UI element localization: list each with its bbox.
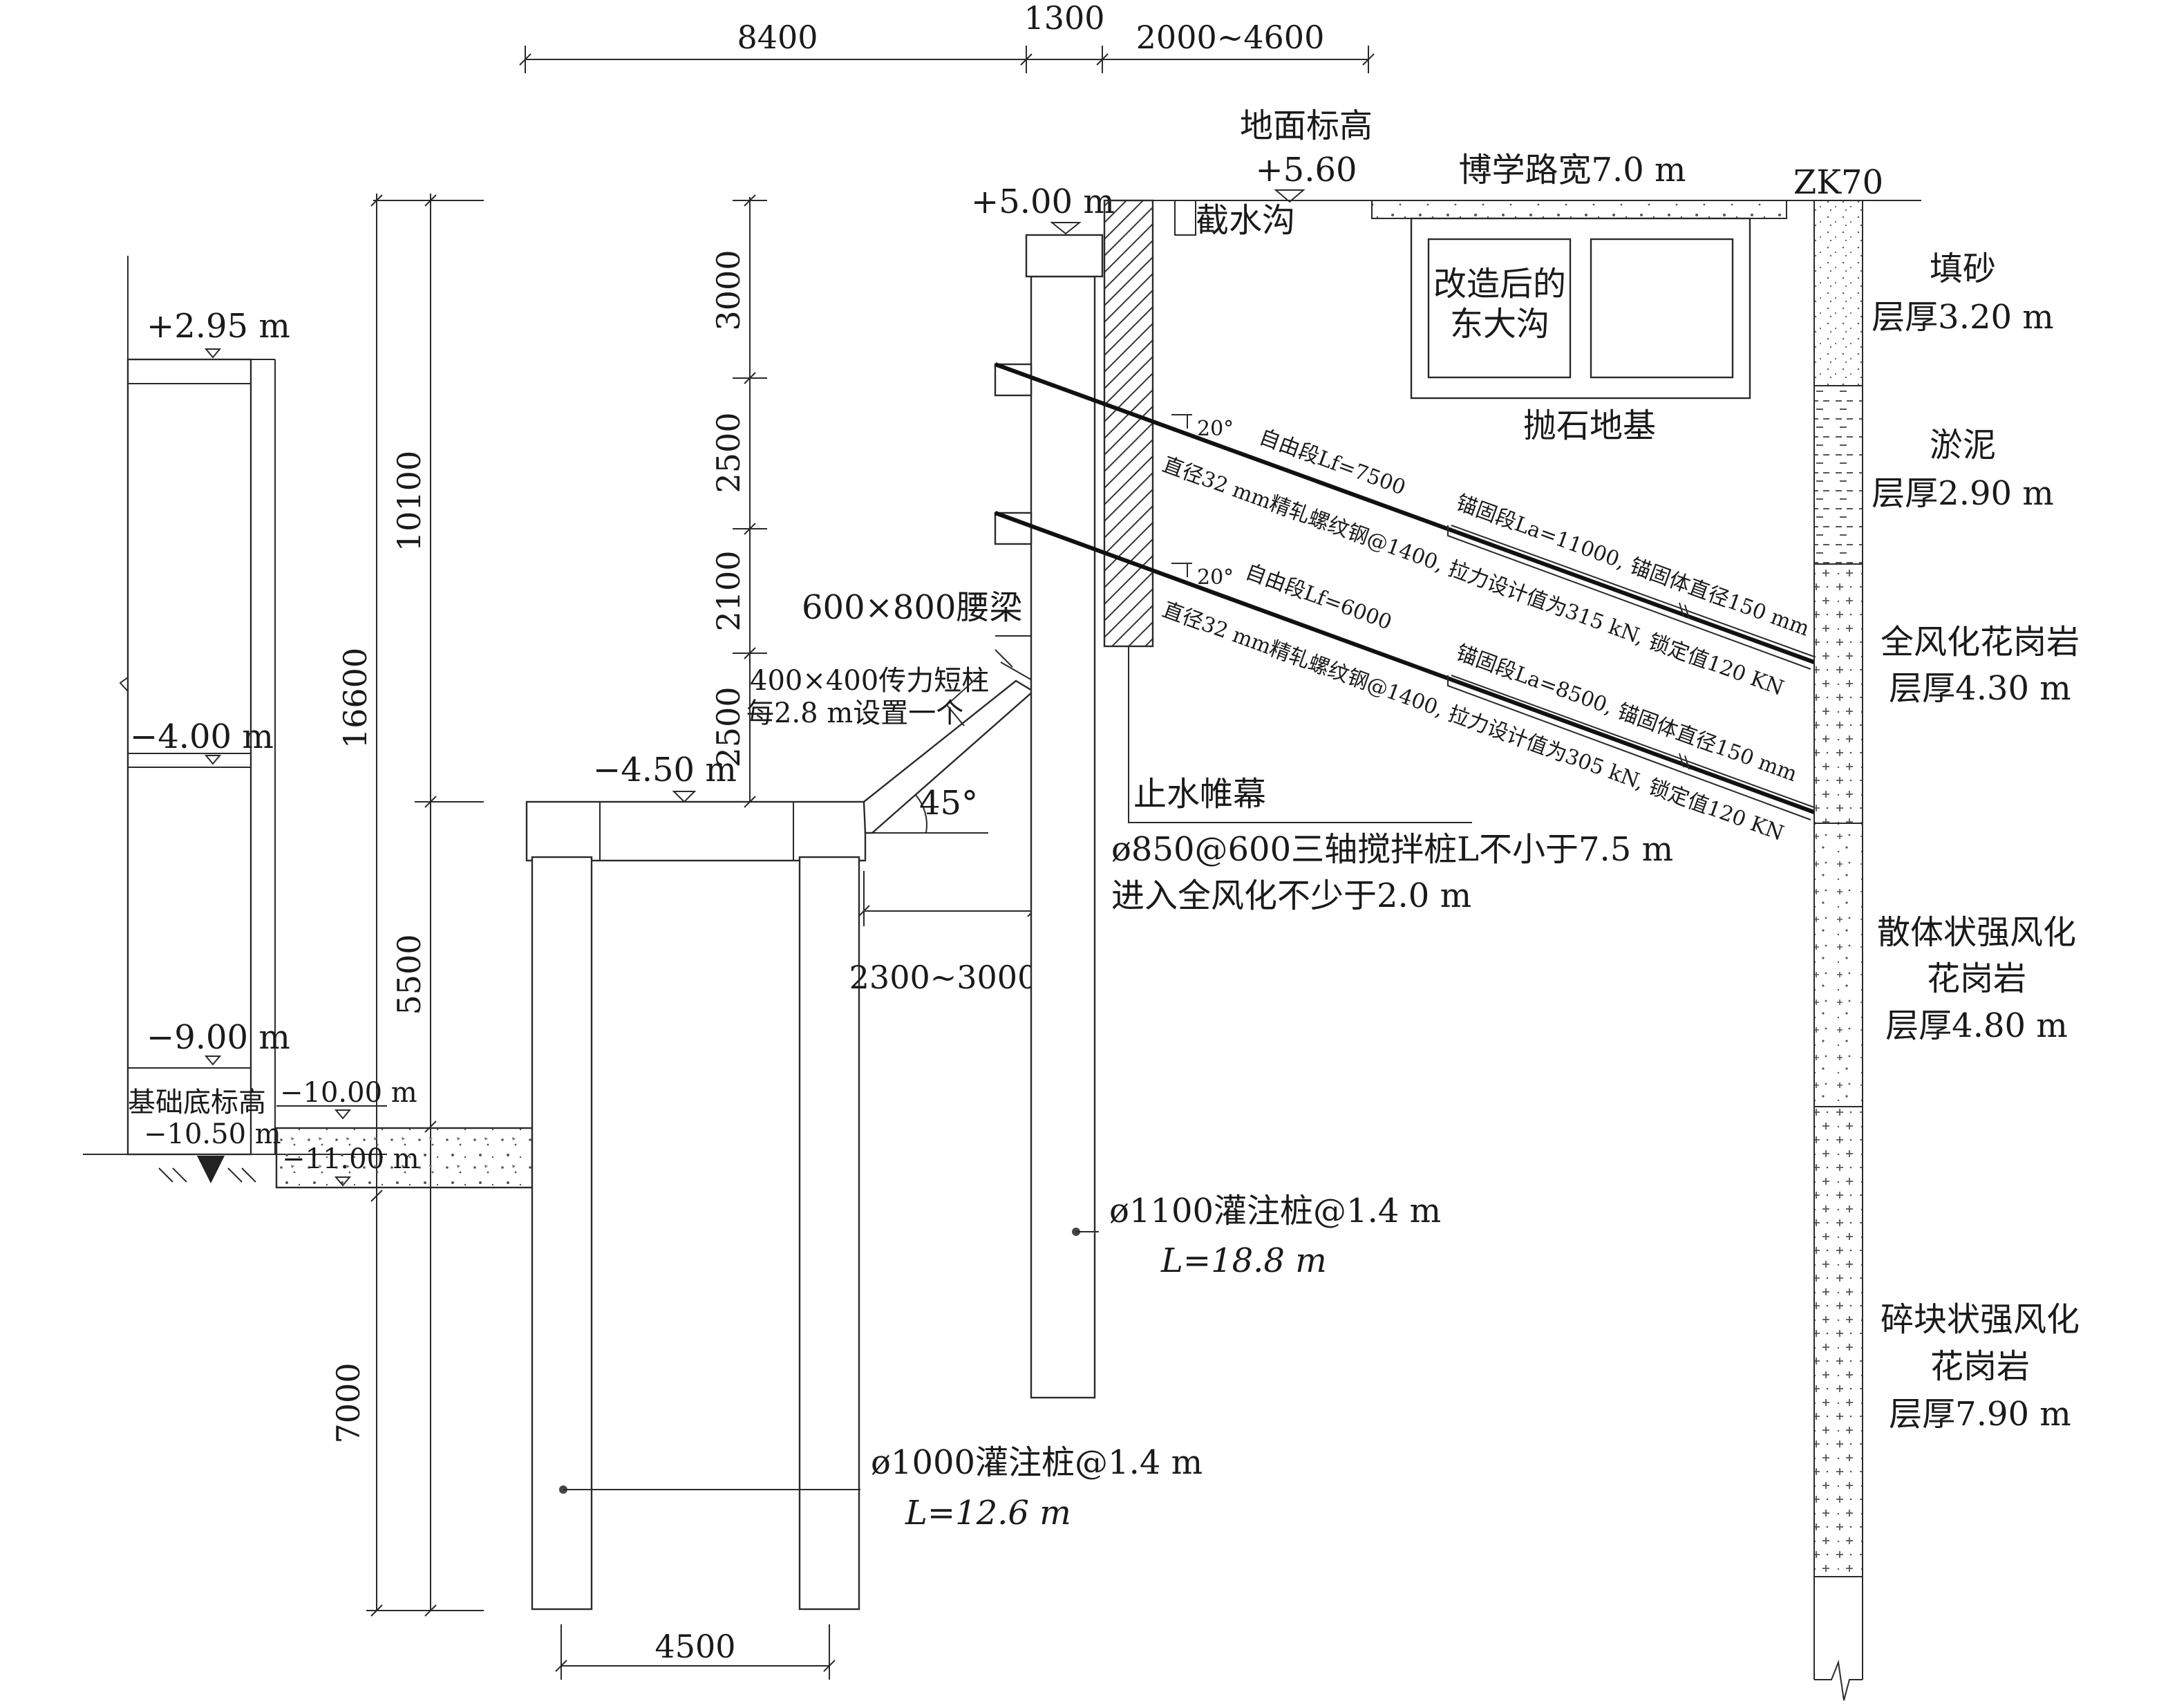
riprap-label: 抛石地基 — [1523, 406, 1656, 445]
elevation-1000-label: −10.00 m — [280, 1077, 417, 1109]
dim-10100: 10100 — [390, 451, 428, 552]
elevation-295-label: +2.95 m — [147, 307, 290, 346]
road-pavement — [1371, 200, 1787, 219]
elevation-marker-400 — [204, 755, 222, 765]
pile-1100-cap — [1025, 234, 1104, 278]
dim-1300: 1300 — [1024, 0, 1104, 37]
elevation-marker-560 — [1274, 189, 1306, 203]
dim-2500b: 2500 — [710, 686, 747, 767]
dim-2300-3000-line — [858, 871, 1039, 926]
water-curtain — [1103, 199, 1154, 648]
pile-1100 — [1030, 275, 1096, 1399]
elevation-marker-500 — [1050, 222, 1082, 235]
foundation-bottom-label: 基础底标高 — [128, 1087, 266, 1118]
interceptor-ditch-label: 截水沟 — [1196, 201, 1295, 240]
front-pile-cap — [525, 800, 867, 862]
foundation-bottom-value: −10.50 m — [144, 1118, 281, 1150]
pile-1000-length: L=12.6 m — [905, 1494, 1071, 1532]
inclined-strut — [863, 661, 1035, 834]
ground-elevation-label: 地面标高 — [1240, 106, 1373, 145]
elevation-marker-900 — [204, 1055, 222, 1066]
elevation-marker-1000 — [334, 1109, 352, 1120]
dim-2300-3000: 2300~3000 — [849, 959, 1038, 996]
dim-5500: 5500 — [390, 934, 428, 1015]
elevation-500-label: +5.00 m — [971, 182, 1115, 221]
strut-spec: 400×400传力短柱 — [750, 665, 989, 697]
pile-1000-right — [798, 856, 860, 1611]
building-foundation-ground — [158, 1156, 256, 1183]
canal-label-line2: 东大沟 — [1450, 305, 1549, 344]
anchor-upper-bond: 锚固段La=11000, 锚固体直径150 mm — [1453, 491, 1812, 641]
anchor-upper-angle: 20° — [1197, 417, 1234, 441]
elevation-450-label: −4.50 m — [593, 751, 737, 789]
dim-2100: 2100 — [710, 550, 747, 631]
canal-label-line1: 改造后的 — [1433, 265, 1566, 303]
waist-beam — [995, 635, 1034, 669]
strut-angle-45: 45° — [919, 784, 978, 823]
anchor-lower — [994, 511, 1816, 820]
stratum-5-name-line2: 花岗岩 — [1930, 1347, 2030, 1386]
stratum-5-thickness: 层厚7.90 m — [1889, 1395, 2071, 1434]
stratum-3-name: 全风化花岗岩 — [1881, 623, 2080, 661]
pile-1100-length: L=18.8 m — [1160, 1241, 1327, 1280]
borehole-label: ZK70 — [1793, 163, 1883, 202]
pile-1000-spec: ø1000灌注桩@1.4 m — [871, 1443, 1203, 1482]
anchor-lower-angle: 20° — [1197, 565, 1234, 590]
stratum-2-thickness: 层厚2.90 m — [1872, 474, 2054, 513]
borehole-zk70 — [1813, 200, 1863, 1701]
stratum-1-name: 填砂 — [1930, 250, 1996, 288]
stratum-4-name-line2: 花岗岩 — [1927, 959, 2026, 998]
dim-7000: 7000 — [330, 1362, 367, 1443]
strut-leader — [946, 704, 965, 726]
stratum-4-thickness: 层厚4.80 m — [1885, 1006, 2068, 1045]
dim-4500: 4500 — [654, 1628, 735, 1665]
pile-1100-spec: ø1100灌注桩@1.4 m — [1109, 1192, 1441, 1230]
anchor-lower-free: 自由段Lf=6000 — [1242, 560, 1395, 635]
elevation-marker-1100 — [334, 1176, 352, 1187]
waist-beam-label: 600×800腰梁 — [802, 588, 1022, 627]
top-dimension-line — [519, 46, 1375, 73]
elevation-marker-295 — [204, 348, 222, 359]
elevation-400-label: −4.00 m — [130, 717, 274, 756]
stratum-4-name-line1: 散体状强风化 — [1877, 913, 2076, 952]
ground-elevation-value: +5.60 — [1255, 151, 1357, 189]
mixing-pile-spec: ø850@600三轴搅拌桩L不小于7.5 m — [1111, 830, 1673, 869]
elevation-marker-450 — [672, 791, 697, 803]
stratum-1-thickness: 层厚3.20 m — [1872, 298, 2054, 337]
dim-4500-line — [555, 1624, 836, 1680]
stratum-3-thickness: 层厚4.30 m — [1889, 669, 2071, 708]
left-vertical-dimension-line — [366, 194, 484, 1617]
pile-1000-left — [531, 856, 593, 1611]
dim-8400: 8400 — [737, 19, 818, 56]
dim-3000: 3000 — [710, 250, 747, 330]
pile-vertical-dimension-line — [733, 194, 767, 808]
elevation-900-label: −9.00 m — [147, 1018, 290, 1057]
curtain-leader — [1128, 646, 1472, 823]
stratum-2-name: 淤泥 — [1930, 426, 1996, 464]
elevation-1100-label: −11.00 m — [282, 1143, 420, 1175]
strut-spacing: 每2.8 m设置一个 — [746, 697, 963, 729]
dim-2000-4600: 2000~4600 — [1136, 19, 1325, 56]
mixing-pile-embed: 进入全风化不少于2.0 m — [1111, 876, 1471, 915]
east-canal — [1410, 217, 1751, 400]
dim-2500a: 2500 — [710, 412, 747, 493]
stratum-5-name-line1: 碎块状强风化 — [1881, 1300, 2080, 1339]
curtain-label: 止水帷幕 — [1133, 775, 1266, 814]
dim-16600: 16600 — [337, 648, 374, 749]
existing-building-column — [83, 256, 387, 1156]
anchor-upper — [994, 362, 1816, 670]
road-label: 博学路宽7.0 m — [1458, 151, 1686, 189]
